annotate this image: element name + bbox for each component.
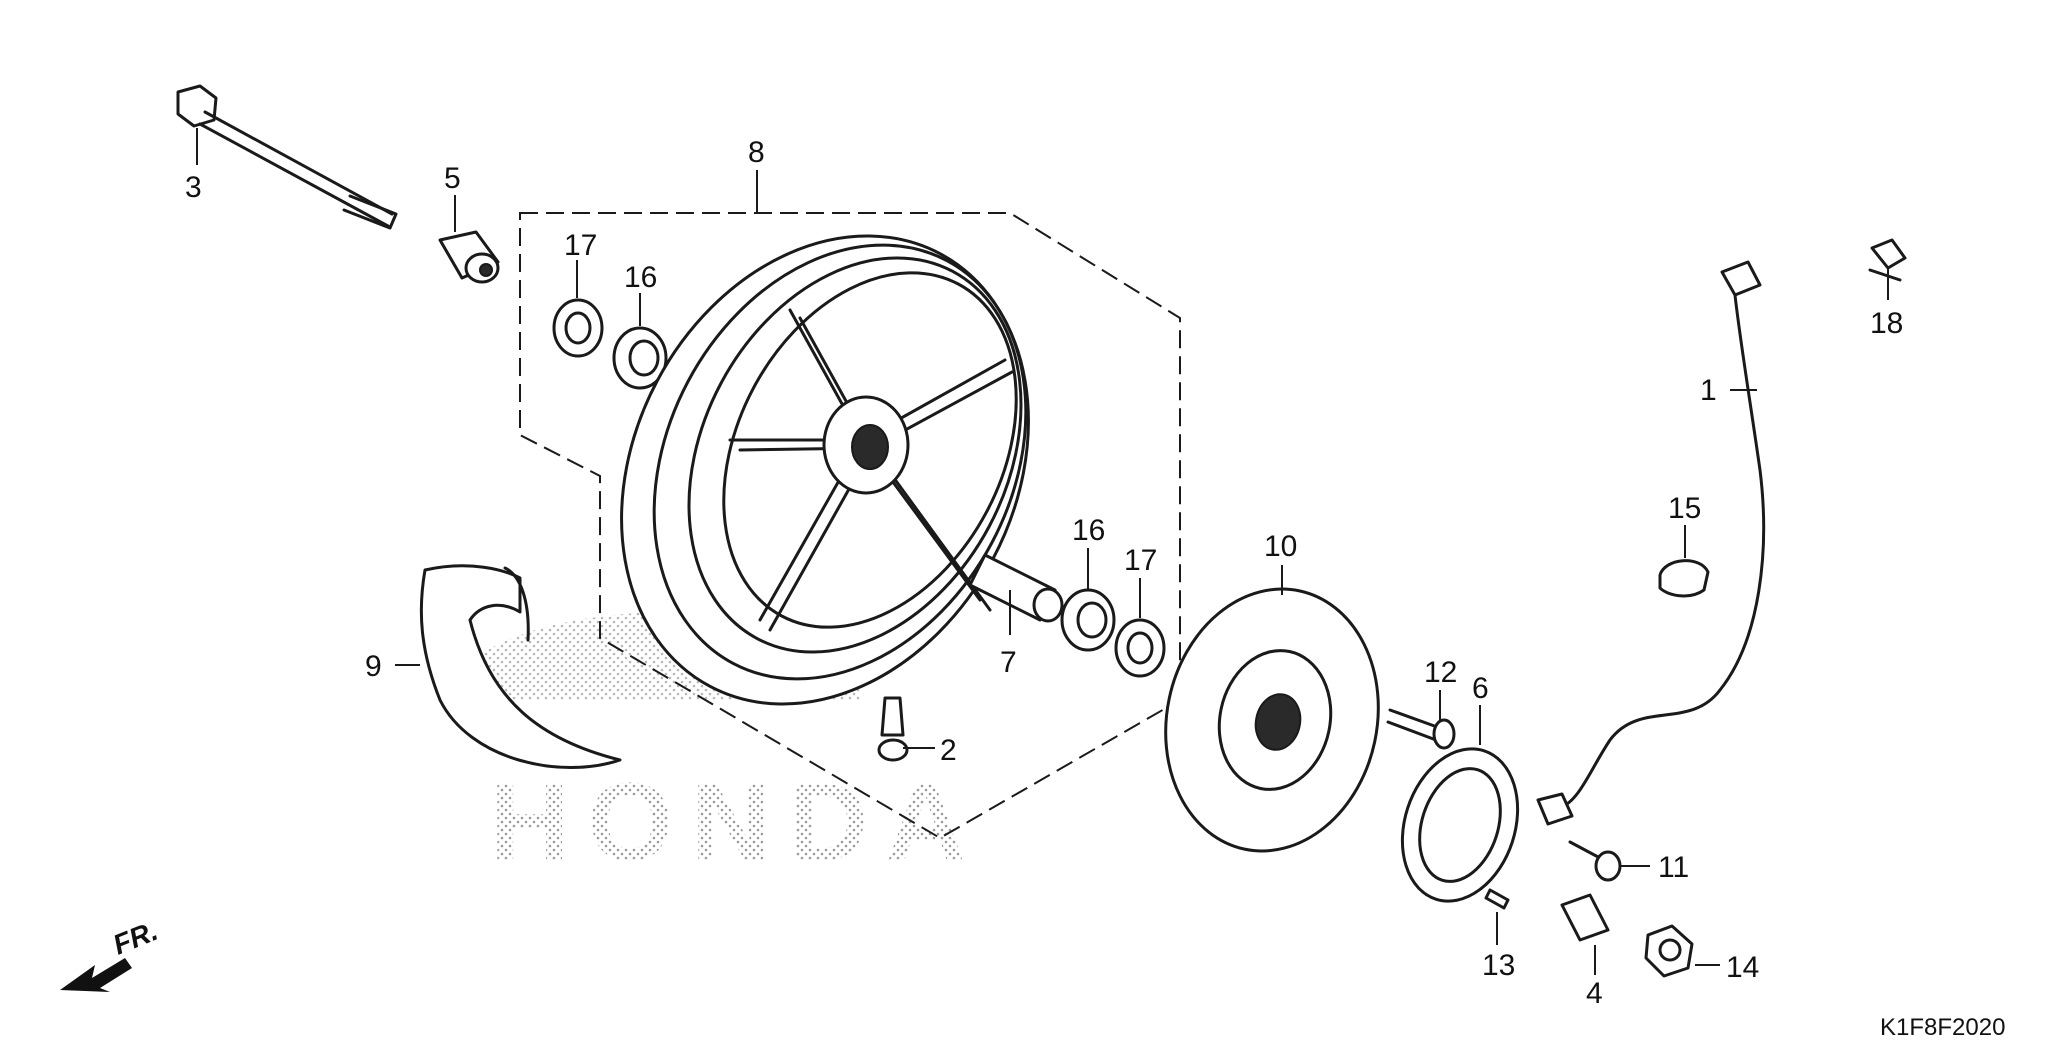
axle-collar-part: [1560, 893, 1610, 942]
side-collar-part: [438, 230, 500, 284]
axle-bolt-part: [176, 84, 398, 230]
callout-5: 5: [444, 162, 461, 195]
pulser-ring-part: [1400, 747, 1520, 903]
brake-disc-part: [1164, 587, 1380, 853]
left-dust-seal-part: [552, 298, 604, 358]
callout-3: 3: [185, 171, 202, 204]
callout-18: 18: [1870, 307, 1903, 340]
front-direction-arrow: FR.: [60, 915, 162, 992]
callout-2: 2: [940, 734, 957, 767]
watermark-text: HONDA: [490, 761, 983, 884]
callout-8: 8: [748, 136, 765, 169]
right-bearing-part: [1060, 588, 1116, 652]
disc-bolt-part: [1386, 708, 1456, 750]
callout-1: 1: [1700, 374, 1717, 407]
pulser-screw-part: [1484, 888, 1510, 910]
valve-stem-part: [877, 696, 909, 762]
abs-sensor-part: [1536, 260, 1766, 826]
callout-14: 14: [1726, 951, 1759, 984]
cable-clamp-part: [1658, 559, 1710, 598]
callout-6: 6: [1472, 672, 1489, 705]
callout-13: 13: [1482, 949, 1515, 982]
callout-12: 12: [1424, 656, 1457, 689]
callout-16-left: 16: [624, 261, 657, 294]
callout-15: 15: [1668, 492, 1701, 525]
distance-collar-part: [968, 553, 1064, 623]
callout-9: 9: [365, 650, 382, 683]
front-fender-part: [419, 564, 622, 769]
callout-17-left: 17: [564, 229, 597, 262]
cable-clip-part: [1868, 238, 1907, 282]
left-bearing-part: [612, 326, 668, 390]
callout-7: 7: [1000, 646, 1017, 679]
callout-10: 10: [1264, 530, 1297, 563]
front-wheel-part: [620, 234, 1030, 706]
callout-11: 11: [1658, 851, 1689, 884]
diagram-code: K1F8F2020: [1880, 1014, 2005, 1041]
front-label: FR.: [109, 915, 162, 961]
callout-4: 4: [1586, 977, 1603, 1010]
callout-16-right: 16: [1072, 514, 1105, 547]
right-dust-seal-part: [1114, 618, 1166, 678]
leader-lines: [196, 128, 1889, 975]
wheel-assembly-outline: [519, 212, 1181, 840]
sensor-bolt-part: [1568, 840, 1622, 882]
callout-17-right: 17: [1124, 544, 1157, 577]
axle-nut-part: [1644, 924, 1694, 978]
